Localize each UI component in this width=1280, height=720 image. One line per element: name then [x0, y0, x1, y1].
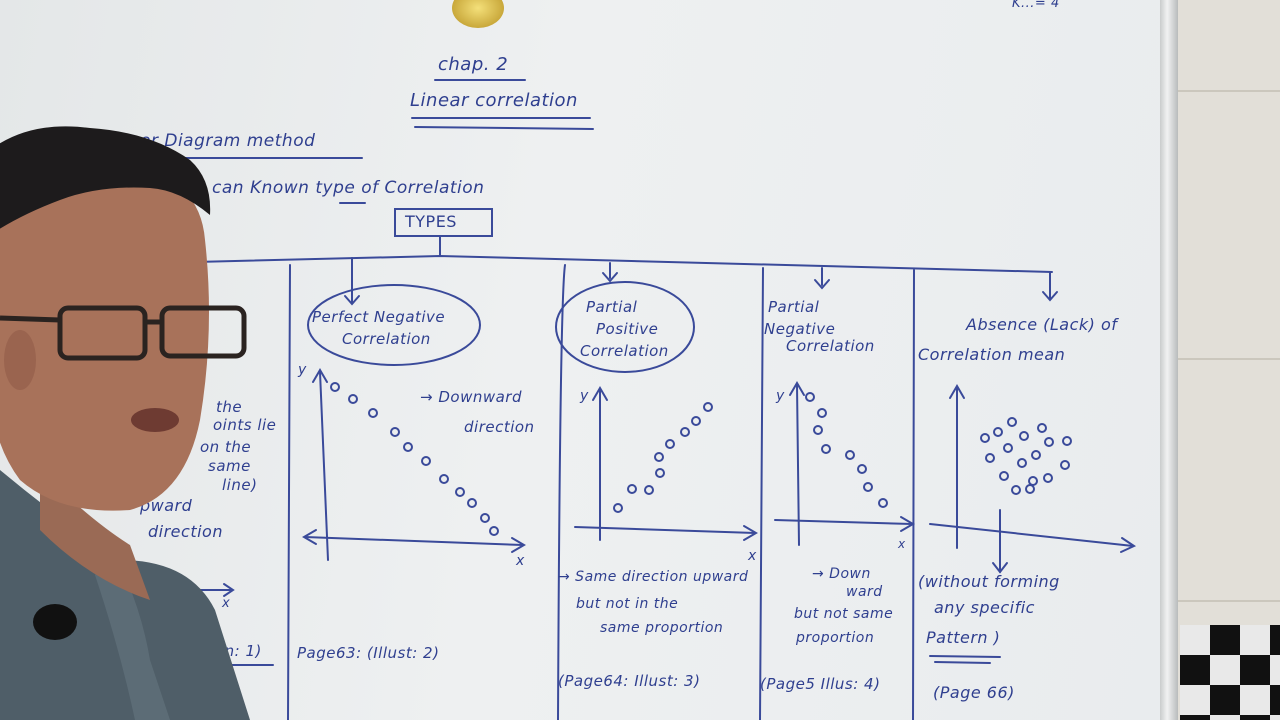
col4-axis-y: y: [776, 388, 785, 404]
col4-note-4: proportion: [796, 630, 875, 646]
col1-line-3: on the: [200, 438, 252, 456]
col3-note-3: same proportion: [600, 620, 724, 636]
col3-reference: (Page64: Illust: 3): [558, 672, 701, 690]
tile-line: [1178, 90, 1280, 92]
col1-line-1: the: [216, 398, 243, 416]
tile-line: [1178, 600, 1280, 602]
col1-direction-1: pward: [140, 496, 193, 515]
lapel-mic: [33, 604, 77, 640]
col4-title-1: Partial: [768, 298, 820, 316]
corner-note: K...= 4: [1012, 0, 1060, 11]
divider-2: [557, 264, 566, 720]
board-frame: [1160, 0, 1178, 720]
col3-axis-y: y: [580, 388, 589, 404]
col5-note-1: (without forming: [918, 572, 1060, 591]
col4-note-2: ward: [846, 584, 883, 600]
subtitle-text: can Known type of Correlation: [212, 178, 485, 198]
col2-note-2: direction: [464, 418, 535, 436]
col4-note-1: → Down: [812, 566, 871, 582]
col1-line-5: line): [222, 476, 258, 494]
x-axis-2: [304, 536, 524, 546]
col2-note-1: → Downward: [420, 388, 522, 406]
col3-note-2: but not in the: [576, 596, 679, 612]
col4-reference: (Page5 Illus: 4): [760, 675, 881, 693]
col5-reference: (Page 66): [933, 683, 1015, 702]
divider-3: [759, 267, 764, 720]
board-drawings: [149, 79, 1137, 720]
title-ellipse-2: [307, 284, 481, 366]
y-axis-2: [319, 371, 329, 561]
col2-reference: Page63: (Illust: 2): [297, 644, 440, 662]
col2-axis-y: y: [298, 362, 307, 378]
col3-axis-x: x: [748, 548, 757, 564]
title-ellipse-3: [555, 281, 695, 373]
col1-line-4: same: [208, 457, 251, 475]
checkered-floor: [1180, 625, 1280, 720]
tile-line: [1178, 358, 1280, 360]
col4-title-3: Correlation: [786, 337, 875, 355]
col1-axis-x: x: [222, 596, 231, 611]
types-label: TYPES: [405, 212, 457, 231]
col5-note-3: Pattern ): [926, 628, 1001, 647]
col5-title-2: Correlation mean: [918, 345, 1066, 364]
col2-title-2: Correlation: [342, 330, 431, 348]
topic-heading: Linear correlation: [410, 90, 578, 111]
col3-note-1: → Same direction upward: [558, 569, 749, 585]
glasses: [0, 305, 247, 361]
col3-title-2: Positive: [596, 320, 659, 338]
col4-title-2: Negative: [764, 320, 836, 338]
col5-note-2: any specific: [934, 598, 1035, 617]
col3-title-1: Partial: [586, 298, 638, 316]
divider-4: [912, 269, 915, 720]
scatter-points: [330, 382, 1072, 536]
topic-underline-2: [414, 126, 594, 130]
method-heading: er Diagram method: [140, 131, 316, 151]
divider-1: [287, 264, 291, 720]
col1-line-2: oints lie: [213, 416, 277, 434]
col2-title-1: Perfect Negative: [312, 308, 446, 326]
chapter-heading: chap. 2: [438, 54, 509, 75]
branch-1-arrow: [344, 295, 360, 306]
hair: [0, 126, 211, 229]
types-box: [394, 208, 493, 237]
wall: [1178, 0, 1280, 720]
col1-direction-2: direction: [148, 522, 223, 541]
col4-note-3: but not same: [794, 606, 894, 622]
col4-axis-x: x: [898, 537, 906, 551]
presenter: [0, 126, 250, 720]
col3-title-3: Correlation: [580, 342, 669, 360]
col5-title-1: Absence (Lack) of: [966, 315, 1118, 334]
tree-line: [194, 254, 1053, 273]
col2-axis-x: x: [516, 553, 525, 569]
